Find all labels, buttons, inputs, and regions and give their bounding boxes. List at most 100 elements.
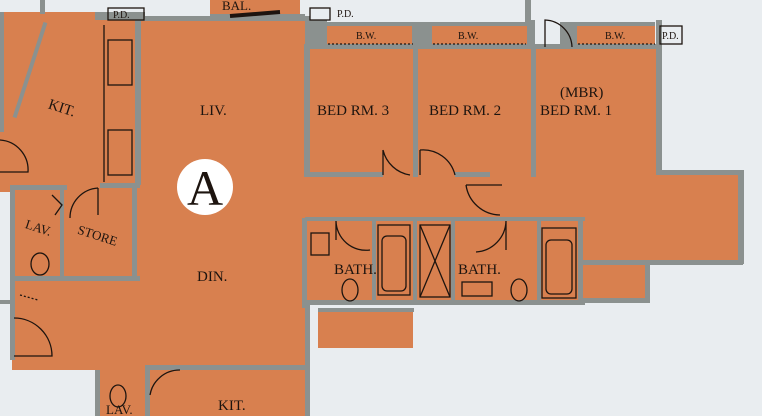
lower-hall-area <box>12 280 308 370</box>
bay-window-strip-3 <box>327 26 414 46</box>
door-entrance <box>13 317 53 357</box>
label-liv: LIV. <box>200 103 227 119</box>
wall-lower-divider <box>145 365 150 416</box>
basin-1 <box>310 232 330 256</box>
wall-lav-top <box>12 185 67 190</box>
door-bed1-top <box>544 19 573 48</box>
balcony-rail <box>229 10 281 18</box>
door-store <box>69 187 99 219</box>
wall-corridor-top-mid <box>455 172 490 177</box>
label-bw-1: B.W. <box>356 31 376 42</box>
wall-left-edge <box>0 12 4 132</box>
bathtub-2-inner <box>545 239 573 295</box>
label-lav-bottom: LAV. <box>106 402 133 416</box>
basin-2 <box>461 281 493 297</box>
bedroom-1-area <box>534 47 740 262</box>
kitchen-counter <box>107 39 133 86</box>
kitchen-appliance <box>107 129 133 176</box>
door-bed1 <box>465 184 502 216</box>
door-lav-left <box>51 194 63 216</box>
bedroom-3-area <box>308 47 416 175</box>
wall-bath-divider-1 <box>372 218 376 302</box>
label-pd-top-right: P.D. <box>662 31 679 42</box>
pd-box-top-left <box>107 7 145 21</box>
lav-store-area <box>12 190 140 280</box>
wall-bay-1-top <box>577 22 655 26</box>
label-bath-2: BATH. <box>458 262 501 278</box>
wall-bath-bottom <box>305 300 585 305</box>
wall-mid-left-bottom <box>0 300 14 304</box>
wall-bath-left <box>302 218 307 308</box>
toilet-1 <box>341 278 359 302</box>
wall-top-right-corner <box>656 20 662 48</box>
bay-window-strip-2 <box>432 26 527 46</box>
wall-bw-mid-2 <box>527 20 535 47</box>
walls <box>0 0 744 416</box>
wall-wardrobe-side <box>645 262 650 302</box>
door-bath-2 <box>475 220 507 253</box>
wall-kit-diag <box>12 21 48 119</box>
wall-top-beds <box>305 44 660 49</box>
door-bed2 <box>419 149 456 176</box>
wall-lower-lav-left <box>95 370 100 416</box>
wardrobe-area <box>583 262 648 300</box>
wall-top-left-2 <box>40 0 45 14</box>
wall-wardrobe-bottom <box>583 298 650 303</box>
label-din: DIN. <box>197 269 227 285</box>
wall-bay-2-top <box>432 22 527 26</box>
label-pd-top-mid: P.D. <box>337 9 354 20</box>
wall-corridor-top <box>308 172 383 177</box>
wall-bath-divider-3 <box>451 218 455 302</box>
shower-1 <box>419 224 451 298</box>
wall-top-post <box>525 0 531 22</box>
bathtub-1-inner <box>381 235 407 292</box>
label-bath-1: BATH. <box>334 262 377 278</box>
wall-bed2-bed1 <box>531 44 536 177</box>
lower-ledge-area <box>318 310 413 348</box>
door-bed3 <box>382 149 411 176</box>
label-bw-2: B.W. <box>458 31 478 42</box>
wall-bay-3-top <box>327 22 414 26</box>
wall-corridor-bottom <box>305 217 585 221</box>
label-pd-top-left: P.D. <box>113 10 130 21</box>
label-bal: BAL. <box>222 0 251 13</box>
wall-bw-mid-1 <box>412 22 432 47</box>
lower-kitchen-area <box>150 368 308 416</box>
wall-right-bottom <box>583 260 743 265</box>
door-lower-kit <box>149 369 181 396</box>
wall-left-1 <box>10 185 15 282</box>
wall-top-liv <box>140 16 310 21</box>
wall-left-2 <box>10 280 15 360</box>
wall-top-left <box>95 12 145 20</box>
corridor-area <box>308 175 538 220</box>
bedroom-2-area <box>416 47 534 175</box>
label-bw-3: B.W. <box>605 31 625 42</box>
bathtub-2 <box>541 227 577 299</box>
lower-lav-area <box>98 370 148 416</box>
label-bed-rm-3: BED RM. 3 <box>317 103 389 119</box>
bath-area <box>305 218 583 304</box>
toilet-lav <box>30 252 50 276</box>
wall-ledge-bottom <box>318 308 414 312</box>
bathtub-1 <box>377 224 411 296</box>
line-work <box>0 7 683 408</box>
wall-right-side <box>738 170 744 264</box>
wall-lower-top <box>145 365 310 370</box>
unit-letter: A <box>187 160 223 216</box>
label-mbr: (MBR) <box>560 85 603 101</box>
wall-lav-store <box>60 188 64 278</box>
shower-1-cross-b <box>419 224 451 298</box>
wall-kit-liv <box>135 20 141 185</box>
door-kit <box>0 139 29 173</box>
wall-right-upper <box>656 44 662 174</box>
bay-window-strip-1 <box>577 26 655 46</box>
wall-bath-divider-4 <box>537 218 541 302</box>
wall-lower-right <box>305 305 310 416</box>
wall-bath-right <box>578 218 583 302</box>
floor-areas <box>0 0 740 416</box>
wall-lav-bottom <box>12 276 140 281</box>
toilet-lav-bottom <box>109 384 127 408</box>
wall-bath-divider-2 <box>413 218 417 302</box>
label-kit-bottom: KIT. <box>218 398 246 414</box>
